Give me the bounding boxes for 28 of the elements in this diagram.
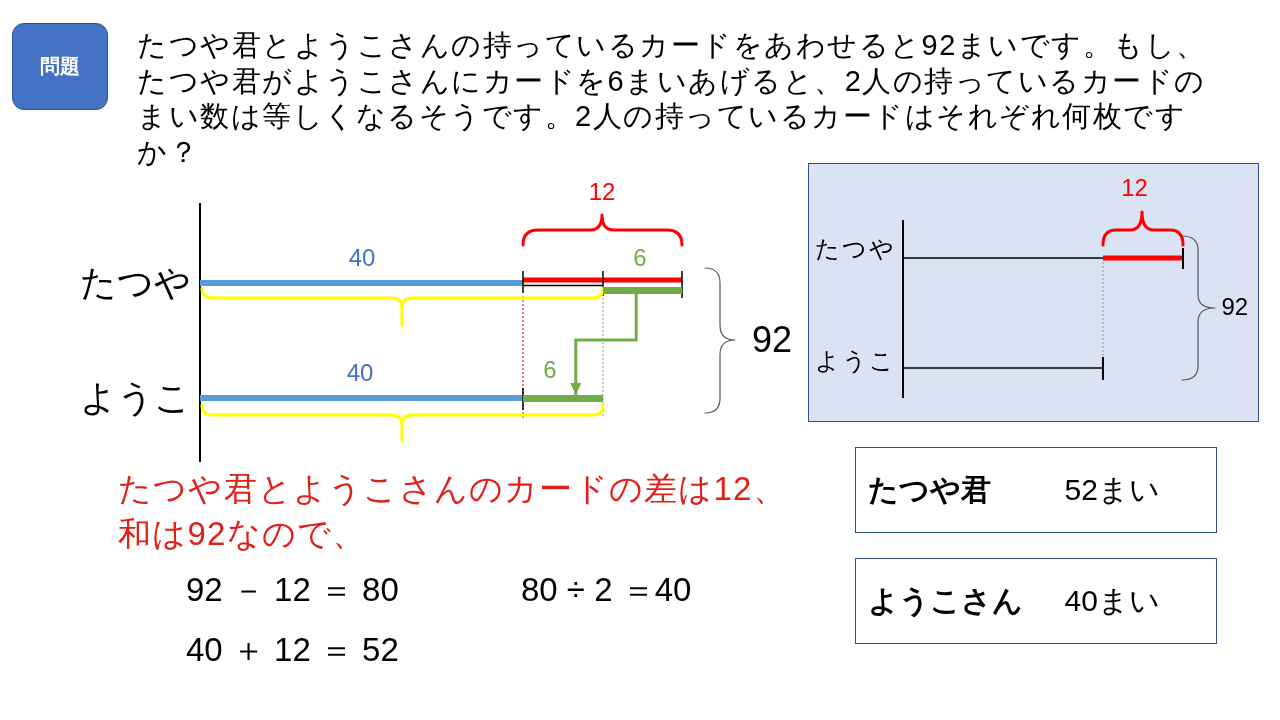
arrow	[570, 294, 638, 395]
inset-panel	[808, 163, 1259, 422]
difference-label: 12	[588, 177, 616, 207]
difference-label: 12	[1121, 174, 1148, 203]
heading-badge: 問題	[12, 23, 108, 110]
answer-value: 40まい	[1064, 582, 1160, 619]
equation: 92 － 12 ＝ 80	[186, 570, 399, 610]
equation: 80 ÷ 2 ＝40	[521, 570, 692, 610]
answer-value: 52まい	[1064, 471, 1160, 508]
length-label: 40	[346, 358, 374, 388]
name-label: ようこ	[814, 347, 896, 376]
name-label: たつや	[80, 261, 191, 305]
length-label: 40	[348, 243, 376, 273]
problem-text: たつや君とようこさんの持っているカードをあわせると92まいです。もし、たつや君がようこさんにカードを6まいあげると、2人の持っているカードのまい数は等しくなるそうです。2人の持っているカードはそれぞれ何枚ですか？	[137, 28, 1208, 170]
answer-name: ようこさん	[867, 582, 1023, 619]
length-label: 6	[543, 355, 557, 385]
total-label: 92	[752, 318, 793, 362]
transfer-bar	[603, 287, 682, 294]
transfer-bar	[523, 395, 603, 402]
answer-name: たつや君	[867, 471, 991, 508]
name-label: たつや	[814, 235, 896, 264]
answer-card	[855, 447, 1217, 533]
name-label: ようこ	[80, 376, 191, 420]
answer-card	[855, 558, 1217, 644]
equation: 40 ＋ 12 ＝ 52	[186, 630, 399, 670]
total-label: 92	[1221, 293, 1249, 322]
explanation-text: たつや君とようこさんのカードの差は12、和は92なので、	[118, 469, 788, 554]
length-label: 6	[633, 243, 647, 273]
